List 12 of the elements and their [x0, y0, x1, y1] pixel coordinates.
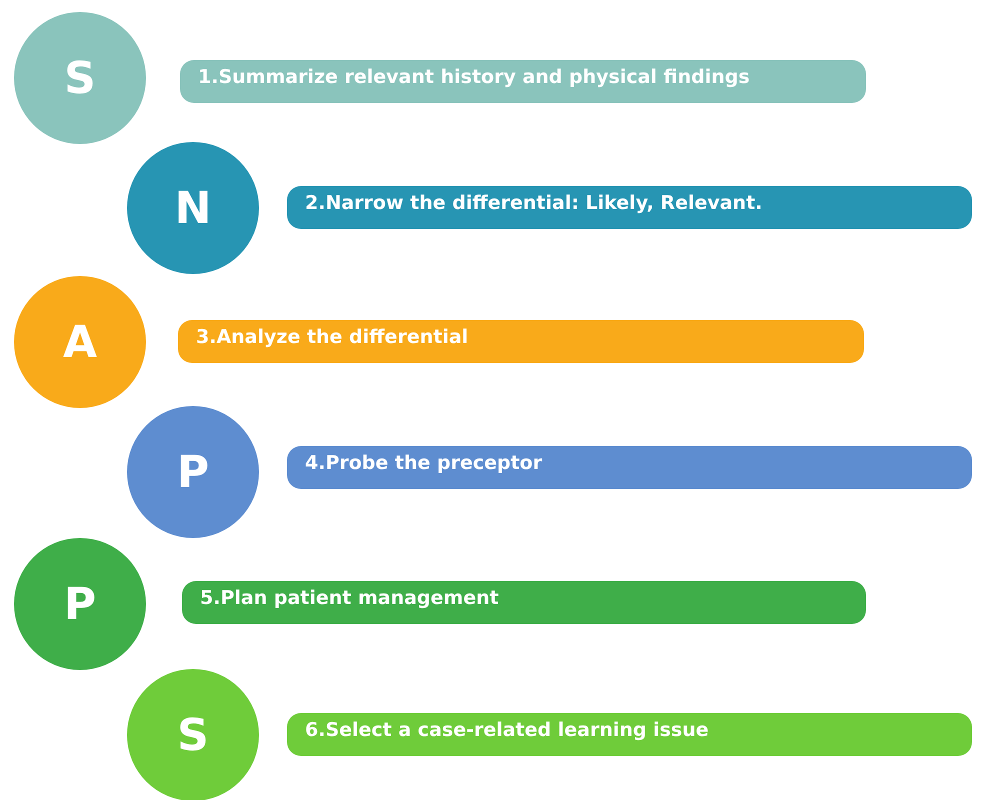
letter-circle: P [14, 538, 146, 670]
letter-circle: S [14, 12, 146, 144]
letter-circle: N [127, 142, 259, 274]
letter-circle: P [127, 406, 259, 538]
step-bar: 2.Narrow the differential: Likely, Relevant. [287, 186, 972, 229]
step-bar: 6.Select a case-related learning issue [287, 713, 972, 756]
step-bar: 4.Probe the preceptor [287, 446, 972, 489]
step-bar: 3.Analyze the differential [178, 320, 864, 363]
step-bar: 1.Summarize relevant history and physical findings [180, 60, 866, 103]
letter-circle: S [127, 669, 259, 800]
letter-circle: A [14, 276, 146, 408]
step-bar: 5.Plan patient management [182, 581, 866, 624]
